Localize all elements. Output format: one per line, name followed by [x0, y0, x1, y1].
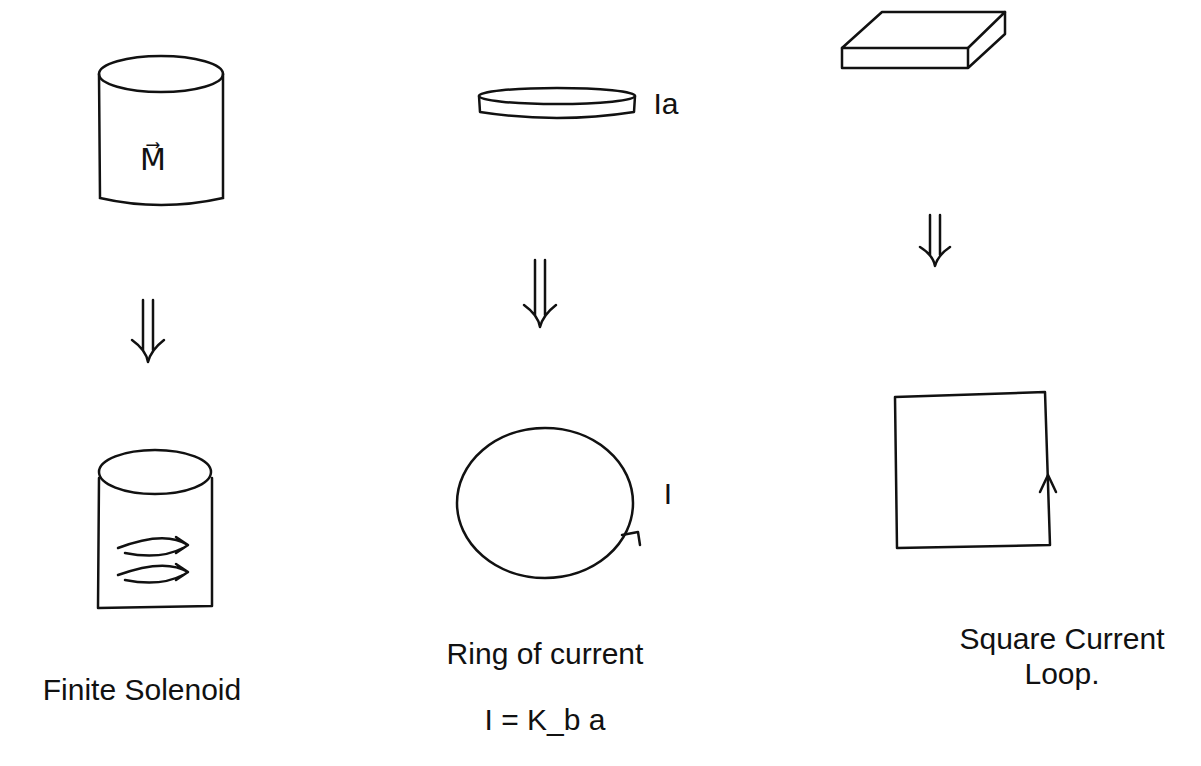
handwritten-label: I = K_b a — [485, 703, 606, 738]
handwritten-label: I — [664, 477, 672, 512]
handwritten-label: Ring of current — [447, 637, 644, 672]
handwritten-label: Finite Solenoid — [43, 673, 241, 708]
handwritten-label: Square Current Loop. — [942, 622, 1182, 691]
square-loop-figure — [895, 392, 1056, 548]
double-arrow — [132, 300, 164, 362]
disk-figure — [479, 88, 635, 118]
solenoid-figure — [98, 450, 212, 608]
handwritten-label: Ia — [653, 87, 678, 122]
vector-label: M⃗ — [79, 142, 227, 177]
slab-figure — [842, 12, 1005, 68]
cylinder-outline — [95, 50, 227, 210]
cylinder-magnet: M⃗ — [95, 50, 227, 210]
ring-figure — [457, 428, 640, 578]
double-arrow — [524, 260, 556, 327]
double-arrow — [920, 215, 950, 266]
